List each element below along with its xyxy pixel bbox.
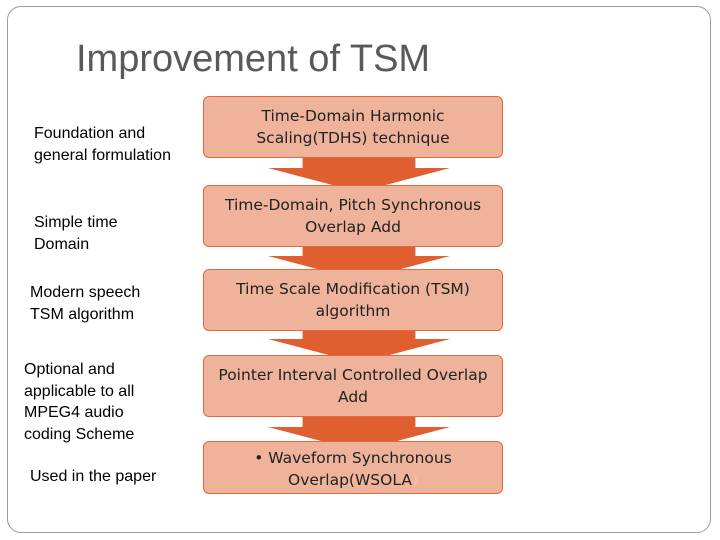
flow-box-wsola: • Waveform Synchronous Overlap(WSOLA) — [203, 441, 503, 494]
stage-label-simple-time-domain: Simple time Domain — [34, 214, 118, 253]
stage-label-foundation: Foundation and general formulation — [34, 125, 171, 164]
flow-box-td-psola: Time-Domain, Pitch Synchronous Overlap A… — [203, 185, 503, 247]
flow-box-text-suffix: ) — [411, 471, 418, 489]
flow-box-tsm-algorithm: Time Scale Modification (TSM) algorithm — [203, 269, 503, 331]
slide-title: Improvement of TSM — [76, 38, 431, 80]
stage-label-modern-tsm: Modern speech TSM algorithm — [30, 284, 141, 323]
flow-box-picola: Pointer Interval Controlled Overlap Add — [203, 355, 503, 417]
flow-box-text: Time Scale Modification (TSM) algorithm — [236, 280, 470, 320]
stage-label-optional-mpeg4: Optional and applicable to all MPEG4 aud… — [24, 361, 135, 443]
flow-box-text: • Waveform Synchronous Overlap(WSOLA) — [214, 447, 492, 491]
flow-box-text: Time-Domain, Pitch Synchronous Overlap A… — [224, 196, 482, 236]
stage-label-used-in-paper: Used in the paper — [30, 468, 157, 485]
flow-box-text: Pointer Interval Controlled Overlap Add — [218, 366, 488, 406]
flow-box-text: Time-Domain Harmonic Scaling(TDHS) techn… — [256, 107, 450, 147]
flow-box-text-main: • Waveform Synchronous Overlap(WSOLA — [254, 449, 452, 489]
flow-box-tdhs: Time-Domain Harmonic Scaling(TDHS) techn… — [203, 96, 503, 158]
